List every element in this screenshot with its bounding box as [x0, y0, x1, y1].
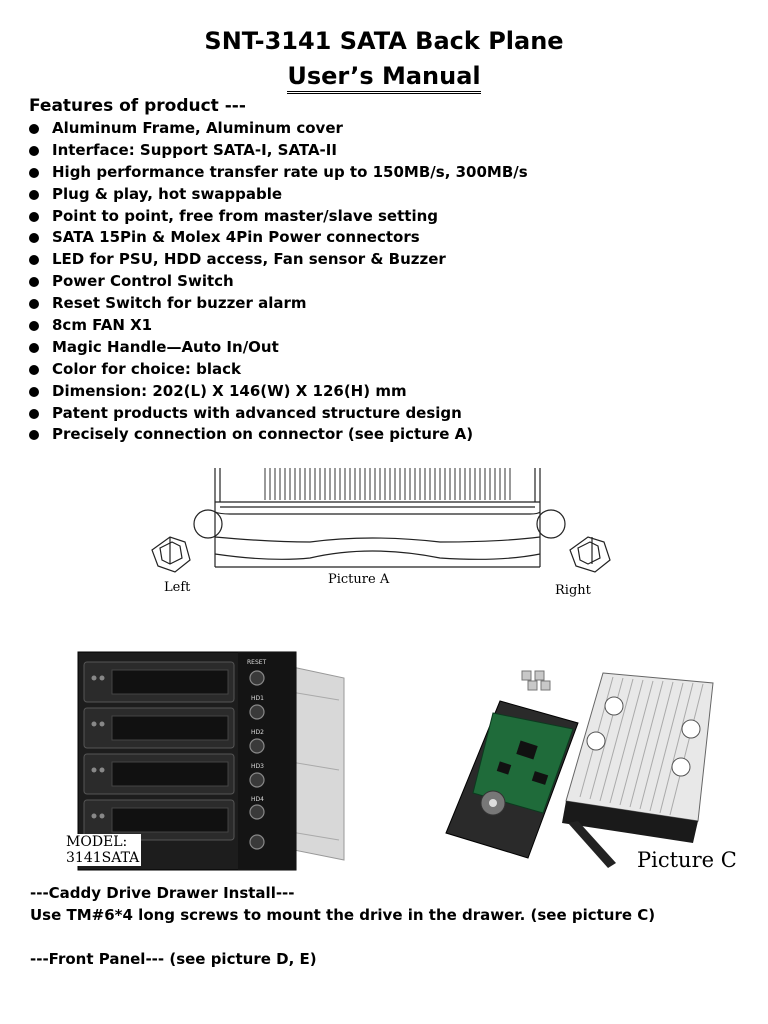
model-label: MODEL: 3141SATA: [64, 834, 142, 866]
front-panel-heading-text: ---Front Panel---: [30, 950, 165, 968]
bullet-icon: [29, 255, 39, 266]
feature-item: SATA 15Pin & Molex 4Pin Power connectors: [28, 227, 528, 249]
picture-c-photo: [445, 670, 714, 868]
bullet-icon: [29, 299, 39, 310]
feature-text: Patent products with advanced structure …: [52, 403, 462, 422]
feature-item: Reset Switch for buzzer alarm: [28, 293, 528, 315]
feature-item: LED for PSU, HDD access, Fan sensor & Bu…: [28, 249, 528, 271]
picture-c-caption: Picture C: [637, 848, 737, 872]
picture-a-right-label: Right: [555, 583, 591, 598]
bullet-icon: [29, 124, 39, 134]
bullet-icon: [29, 145, 39, 156]
feature-item: Patent products with advanced structure …: [28, 403, 528, 425]
bullet-icon: [29, 321, 39, 332]
feature-item: Magic Handle—Auto In/Out: [28, 337, 528, 359]
bullet-icon: [29, 277, 39, 288]
bullet-icon: [29, 189, 39, 200]
features-heading: Features of product ---: [29, 96, 246, 116]
panel-label-hd4: HD4: [251, 796, 264, 803]
bullet-icon: [29, 364, 39, 375]
feature-text: Magic Handle—Auto In/Out: [52, 337, 279, 356]
caddy-heading: ---Caddy Drive Drawer Install---: [30, 884, 295, 902]
bullet-icon: [29, 211, 39, 222]
bullet-icon: [29, 233, 39, 244]
feature-text: Color for choice: black: [52, 359, 242, 378]
picture-a-drawing: [151, 468, 611, 573]
feature-text: LED for PSU, HDD access, Fan sensor & Bu…: [52, 250, 446, 269]
front-panel-note: (see picture D, E): [164, 950, 317, 968]
picture-a-caption: Picture A: [328, 572, 390, 587]
feature-text: Reset Switch for buzzer alarm: [52, 294, 307, 313]
picture-a-left-label: Left: [164, 580, 191, 595]
feature-item: Interface: Support SATA-I, SATA-II: [28, 140, 528, 162]
feature-text: High performance transfer rate up to 150…: [52, 162, 528, 181]
feature-item: Aluminum Frame, Aluminum cover: [28, 118, 528, 140]
feature-text: Interface: Support SATA-I, SATA-II: [52, 140, 337, 159]
panel-label-hd3: HD3: [251, 763, 264, 770]
model-label-line2: 3141SATA: [66, 850, 140, 866]
feature-text: Point to point, free from master/slave s…: [52, 206, 439, 225]
caddy-instruction: Use TM#6*4 long screws to mount the driv…: [30, 906, 656, 924]
feature-text: Precisely connection on connector (see p…: [52, 425, 474, 444]
feature-item: 8cm FAN X1: [28, 315, 528, 337]
feature-item: Color for choice: black: [28, 359, 528, 381]
feature-text: 8cm FAN X1: [52, 316, 153, 335]
feature-item: Power Control Switch: [28, 271, 528, 293]
feature-text: SATA 15Pin & Molex 4Pin Power connectors: [52, 228, 420, 247]
subtitle-text: User’s Manual: [287, 62, 481, 94]
bullet-icon: [29, 408, 39, 419]
product-photo-backplane: RESET HD1 HD2 HD3 HD4: [77, 651, 345, 871]
panel-label-hd2: HD2: [251, 729, 264, 736]
feature-text: Aluminum Frame, Aluminum cover: [52, 119, 343, 137]
feature-item: Point to point, free from master/slave s…: [28, 206, 528, 228]
document-subtitle: User’s Manual: [0, 62, 768, 94]
panel-label-hd1: HD1: [251, 695, 264, 702]
feature-text: Plug & play, hot swappable: [52, 184, 283, 203]
panel-label-reset: RESET: [247, 659, 267, 666]
bullet-icon: [29, 386, 39, 397]
feature-text: Dimension: 202(L) X 146(W) X 126(H) mm: [52, 381, 407, 400]
model-label-line1: MODEL:: [66, 834, 128, 850]
document-title: SNT-3141 SATA Back Plane: [204, 27, 564, 55]
feature-item: Dimension: 202(L) X 146(W) X 126(H) mm: [28, 381, 528, 403]
bullet-icon: [29, 167, 39, 178]
feature-text: Power Control Switch: [52, 272, 234, 291]
feature-item: Precisely connection on connector (see p…: [28, 424, 528, 446]
front-panel-heading: ---Front Panel--- (see picture D, E): [30, 950, 317, 968]
caddy-heading-text: ---Caddy Drive Drawer Install---: [30, 884, 295, 902]
bullet-icon: [29, 430, 39, 441]
features-list: Aluminum Frame, Aluminum cover Interface…: [28, 118, 528, 446]
bullet-icon: [29, 342, 39, 353]
feature-item: High performance transfer rate up to 150…: [28, 162, 528, 184]
feature-item: Plug & play, hot swappable: [28, 184, 528, 206]
